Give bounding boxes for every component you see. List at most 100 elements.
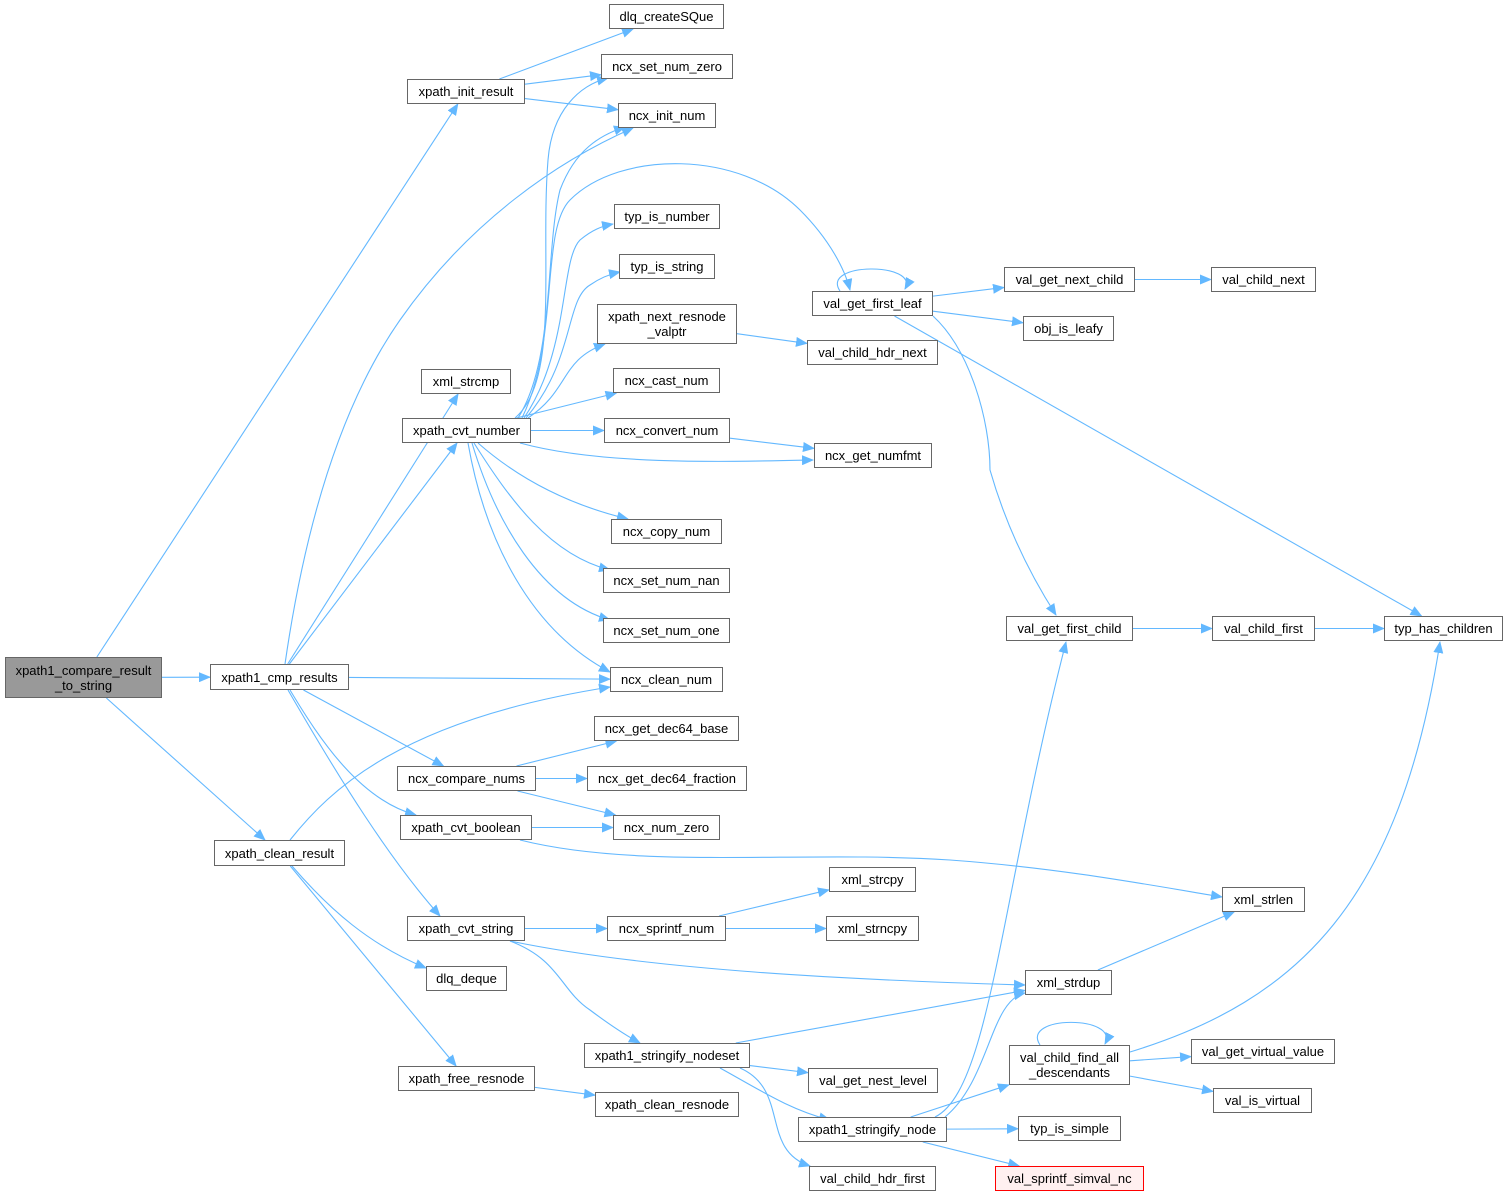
- node-label: val_child_find_all: [1019, 1050, 1119, 1065]
- node-cvt-boolean[interactable]: xpath_cvt_boolean: [400, 815, 532, 840]
- node-copy-num[interactable]: ncx_copy_num: [611, 519, 722, 544]
- node-nest-level[interactable]: val_get_nest_level: [808, 1068, 938, 1093]
- call-edge-cvt_string-to-xml_strdup: [509, 940, 1026, 990]
- call-edge-stringify_node-to-first_child: [934, 641, 1069, 1118]
- node-stringify-node[interactable]: xpath1_stringify_node: [798, 1117, 947, 1142]
- node-init-num[interactable]: ncx_init_num: [618, 103, 716, 128]
- node-get-numfmt[interactable]: ncx_get_numfmt: [814, 443, 932, 468]
- node-xml-strcpy[interactable]: xml_strcpy: [829, 867, 916, 892]
- node-label: xml_strlen: [1233, 892, 1294, 907]
- node-typ-is-simple[interactable]: typ_is_simple: [1018, 1116, 1121, 1141]
- node-label: ncx_compare_nums: [407, 771, 526, 786]
- node-first-child[interactable]: val_get_first_child: [1006, 616, 1133, 641]
- call-edge-cvt_number-to-cast_num: [516, 390, 618, 419]
- node-xml-strdup[interactable]: xml_strdup: [1025, 970, 1112, 995]
- node-stringify-nodeset[interactable]: xpath1_stringify_nodeset: [584, 1043, 750, 1068]
- node-obj-is-leafy[interactable]: obj_is_leafy: [1023, 316, 1114, 341]
- node-set-num-zero[interactable]: ncx_set_num_zero: [601, 54, 733, 79]
- node-label: val_is_virtual: [1224, 1093, 1301, 1108]
- node-child-first[interactable]: val_child_first: [1212, 616, 1315, 641]
- node-label: ncx_init_num: [628, 108, 706, 123]
- call-edge-clean_result-to-clean_num: [289, 683, 611, 841]
- node-cvt-number[interactable]: xpath_cvt_number: [402, 418, 531, 443]
- node-cmp-results[interactable]: xpath1_cmp_results: [210, 664, 349, 690]
- node-label: xpath_init_result: [418, 84, 514, 99]
- node-label: xpath_clean_resnode: [604, 1097, 730, 1112]
- node-typ-is-string[interactable]: typ_is_string: [619, 254, 715, 279]
- call-edge-init_result-to-init_num: [524, 97, 619, 114]
- node-xml-strlen[interactable]: xml_strlen: [1222, 887, 1305, 912]
- node-dec64-base[interactable]: ncx_get_dec64_base: [594, 716, 739, 741]
- node-label: xpath1_stringify_node: [808, 1122, 937, 1137]
- node-num-zero[interactable]: ncx_num_zero: [613, 815, 720, 840]
- node-is-virtual[interactable]: val_is_virtual: [1213, 1088, 1312, 1113]
- node-has-children[interactable]: typ_has_children: [1384, 616, 1503, 641]
- node-cvt-string[interactable]: xpath_cvt_string: [407, 916, 525, 941]
- node-set-num-one[interactable]: ncx_set_num_one: [603, 618, 730, 643]
- call-edge-cvt_string-to-stringify_nodeset: [509, 940, 641, 1044]
- call-edge-cvt_number-to-next_resnode: [527, 342, 606, 419]
- node-init-result[interactable]: xpath_init_result: [407, 79, 525, 104]
- node-next-child[interactable]: val_get_next_child: [1004, 267, 1135, 292]
- node-sprintf-num[interactable]: ncx_sprintf_num: [607, 916, 726, 941]
- node-clean-num[interactable]: ncx_clean_num: [610, 667, 723, 692]
- call-edge-find_all-to-is_virtual: [1129, 1075, 1214, 1095]
- node-root[interactable]: xpath1_compare_result_to_string: [5, 657, 162, 698]
- node-cast-num[interactable]: ncx_cast_num: [613, 368, 720, 393]
- call-edge-cmp_results-to-init_num: [284, 127, 634, 665]
- call-edge-clean_result-to-dlq_deque: [291, 865, 427, 969]
- node-label: val_child_hdr_first: [820, 1171, 925, 1186]
- call-edge-clean_result-to-free_resnode: [289, 865, 457, 1067]
- node-typ-is-number[interactable]: typ_is_number: [614, 204, 720, 229]
- node-sprintf-simval[interactable]: val_sprintf_simval_nc: [995, 1166, 1144, 1191]
- node-xml-strncpy[interactable]: xml_strncpy: [826, 916, 919, 941]
- node-set-num-nan[interactable]: ncx_set_num_nan: [603, 568, 730, 593]
- call-edge-find_all-to-find_all: [1036, 1021, 1115, 1046]
- node-label: val_child_hdr_next: [818, 345, 927, 360]
- call-edge-cvt_number-to-set_num_one: [471, 442, 611, 622]
- node-convert-num[interactable]: ncx_convert_num: [604, 418, 730, 443]
- node-compare-nums[interactable]: ncx_compare_nums: [397, 766, 536, 791]
- node-clean-result[interactable]: xpath_clean_result: [214, 840, 345, 866]
- node-label: ncx_set_num_nan: [613, 573, 720, 588]
- node-label: typ_is_string: [630, 259, 704, 274]
- node-child-hdr-next[interactable]: val_child_hdr_next: [807, 340, 938, 365]
- node-dec64-fraction[interactable]: ncx_get_dec64_fraction: [587, 766, 747, 791]
- call-edge-cvt_number-to-clean_num: [467, 442, 611, 673]
- call-edge-stringify_node-to-sprintf_simval: [922, 1141, 1021, 1169]
- node-label: xpath_free_resnode: [408, 1071, 525, 1086]
- node-label: val_get_nest_level: [819, 1073, 927, 1088]
- node-createSQue[interactable]: dlq_createSQue: [609, 4, 724, 29]
- node-free-resnode[interactable]: xpath_free_resnode: [398, 1066, 535, 1091]
- node-label: xpath1_compare_result: [15, 662, 152, 678]
- node-label: xpath1_stringify_nodeset: [594, 1048, 740, 1063]
- call-edge-cvt_number-to-set_num_nan: [473, 442, 611, 573]
- call-edge-cvt_number-to-typ_is_string: [525, 269, 621, 419]
- node-label: xpath_cvt_number: [413, 423, 520, 438]
- node-child-next[interactable]: val_child_next: [1211, 267, 1316, 292]
- call-edge-init_result-to-set_num_zero: [524, 71, 602, 85]
- node-label: typ_is_number: [624, 209, 710, 224]
- node-dlq-deque[interactable]: dlq_deque: [426, 966, 507, 991]
- node-child-hdr-first[interactable]: val_child_hdr_first: [809, 1166, 936, 1191]
- call-edge-cmp_results-to-clean_num: [348, 674, 611, 685]
- call-edge-xml_strdup-to-xml_strlen: [1097, 911, 1236, 971]
- node-first-leaf[interactable]: val_get_first_leaf: [812, 291, 933, 316]
- call-edge-stringify_node-to-xml_strdup: [944, 990, 1026, 1118]
- call-edge-cvt_number-to-get_numfmt: [519, 442, 814, 466]
- node-label: xpath_next_resnode: [608, 309, 726, 324]
- node-next-resnode[interactable]: xpath_next_resnode_valptr: [597, 304, 737, 344]
- node-label: val_sprintf_simval_nc: [1007, 1171, 1132, 1186]
- node-label: ncx_set_num_one: [613, 623, 720, 638]
- node-clean-resnode[interactable]: xpath_clean_resnode: [595, 1092, 739, 1117]
- node-xml-strcmp[interactable]: xml_strcmp: [421, 369, 511, 394]
- node-label: ncx_get_numfmt: [824, 448, 922, 463]
- node-label: val_get_virtual_value: [1201, 1044, 1325, 1059]
- node-label: xpath_cvt_string: [418, 921, 514, 936]
- node-virtual-value[interactable]: val_get_virtual_value: [1191, 1039, 1335, 1064]
- node-label: xml_strdup: [1036, 975, 1101, 990]
- node-find-all[interactable]: val_child_find_all_descendants: [1009, 1045, 1130, 1085]
- call-edge-cvt_number-to-first_leaf: [521, 163, 853, 419]
- node-label: _valptr: [647, 324, 687, 339]
- node-label: dlq_createSQue: [619, 9, 714, 24]
